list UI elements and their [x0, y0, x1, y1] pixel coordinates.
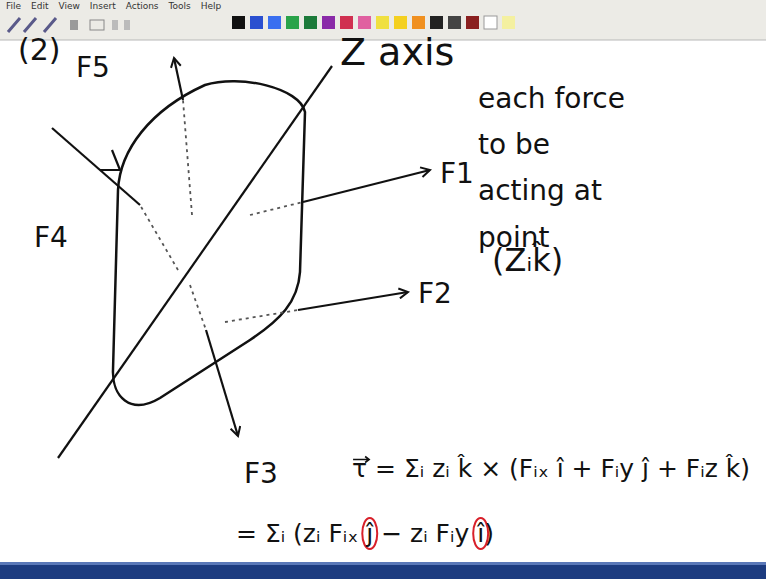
- note: each force to be acting at point: [478, 76, 628, 261]
- position-label: (Zᵢk̂): [492, 240, 563, 282]
- force-label: F4: [34, 220, 68, 256]
- force-label: F5: [76, 50, 110, 86]
- force-line: [52, 128, 140, 205]
- force-line-hidden: [225, 310, 298, 322]
- force-arrowhead: [100, 150, 120, 170]
- force-line-hidden: [140, 205, 178, 270]
- torque-equation: = Σᵢ (zᵢ Fᵢₓ ĵ − zᵢ Fᵢy î): [236, 518, 494, 551]
- menu-item: Edit: [31, 1, 48, 12]
- torque-equation: τ = Σᵢ zᵢ k̂ × (Fᵢₓ î + Fᵢy ĵ + Fᵢz k̂): [296, 452, 750, 486]
- axis-label: Z axis: [340, 28, 454, 77]
- menu-item: Tools: [169, 1, 191, 12]
- menu-item: File: [6, 1, 21, 12]
- color-palette: [232, 16, 515, 29]
- force-arrow: [206, 330, 238, 436]
- force-arrow: [298, 292, 408, 310]
- force-arrow: [303, 170, 430, 202]
- menu-item: Help: [201, 1, 222, 12]
- force-line-hidden: [183, 100, 192, 215]
- part-number: (2): [18, 30, 61, 69]
- status-bar: [0, 562, 766, 579]
- force-line-hidden: [190, 285, 206, 330]
- force-label: F3: [244, 456, 278, 492]
- status-bar-edge: [0, 562, 766, 565]
- tool-icons: [8, 18, 130, 32]
- menu-item: View: [59, 1, 80, 12]
- z-axis-line: [58, 66, 332, 458]
- force-arrow: [174, 58, 183, 100]
- force-line-hidden: [250, 202, 303, 215]
- force-label: F1: [440, 156, 474, 192]
- menu-item: Insert: [90, 1, 116, 12]
- menu-item: Actions: [126, 1, 159, 12]
- force-label: F2: [418, 276, 452, 312]
